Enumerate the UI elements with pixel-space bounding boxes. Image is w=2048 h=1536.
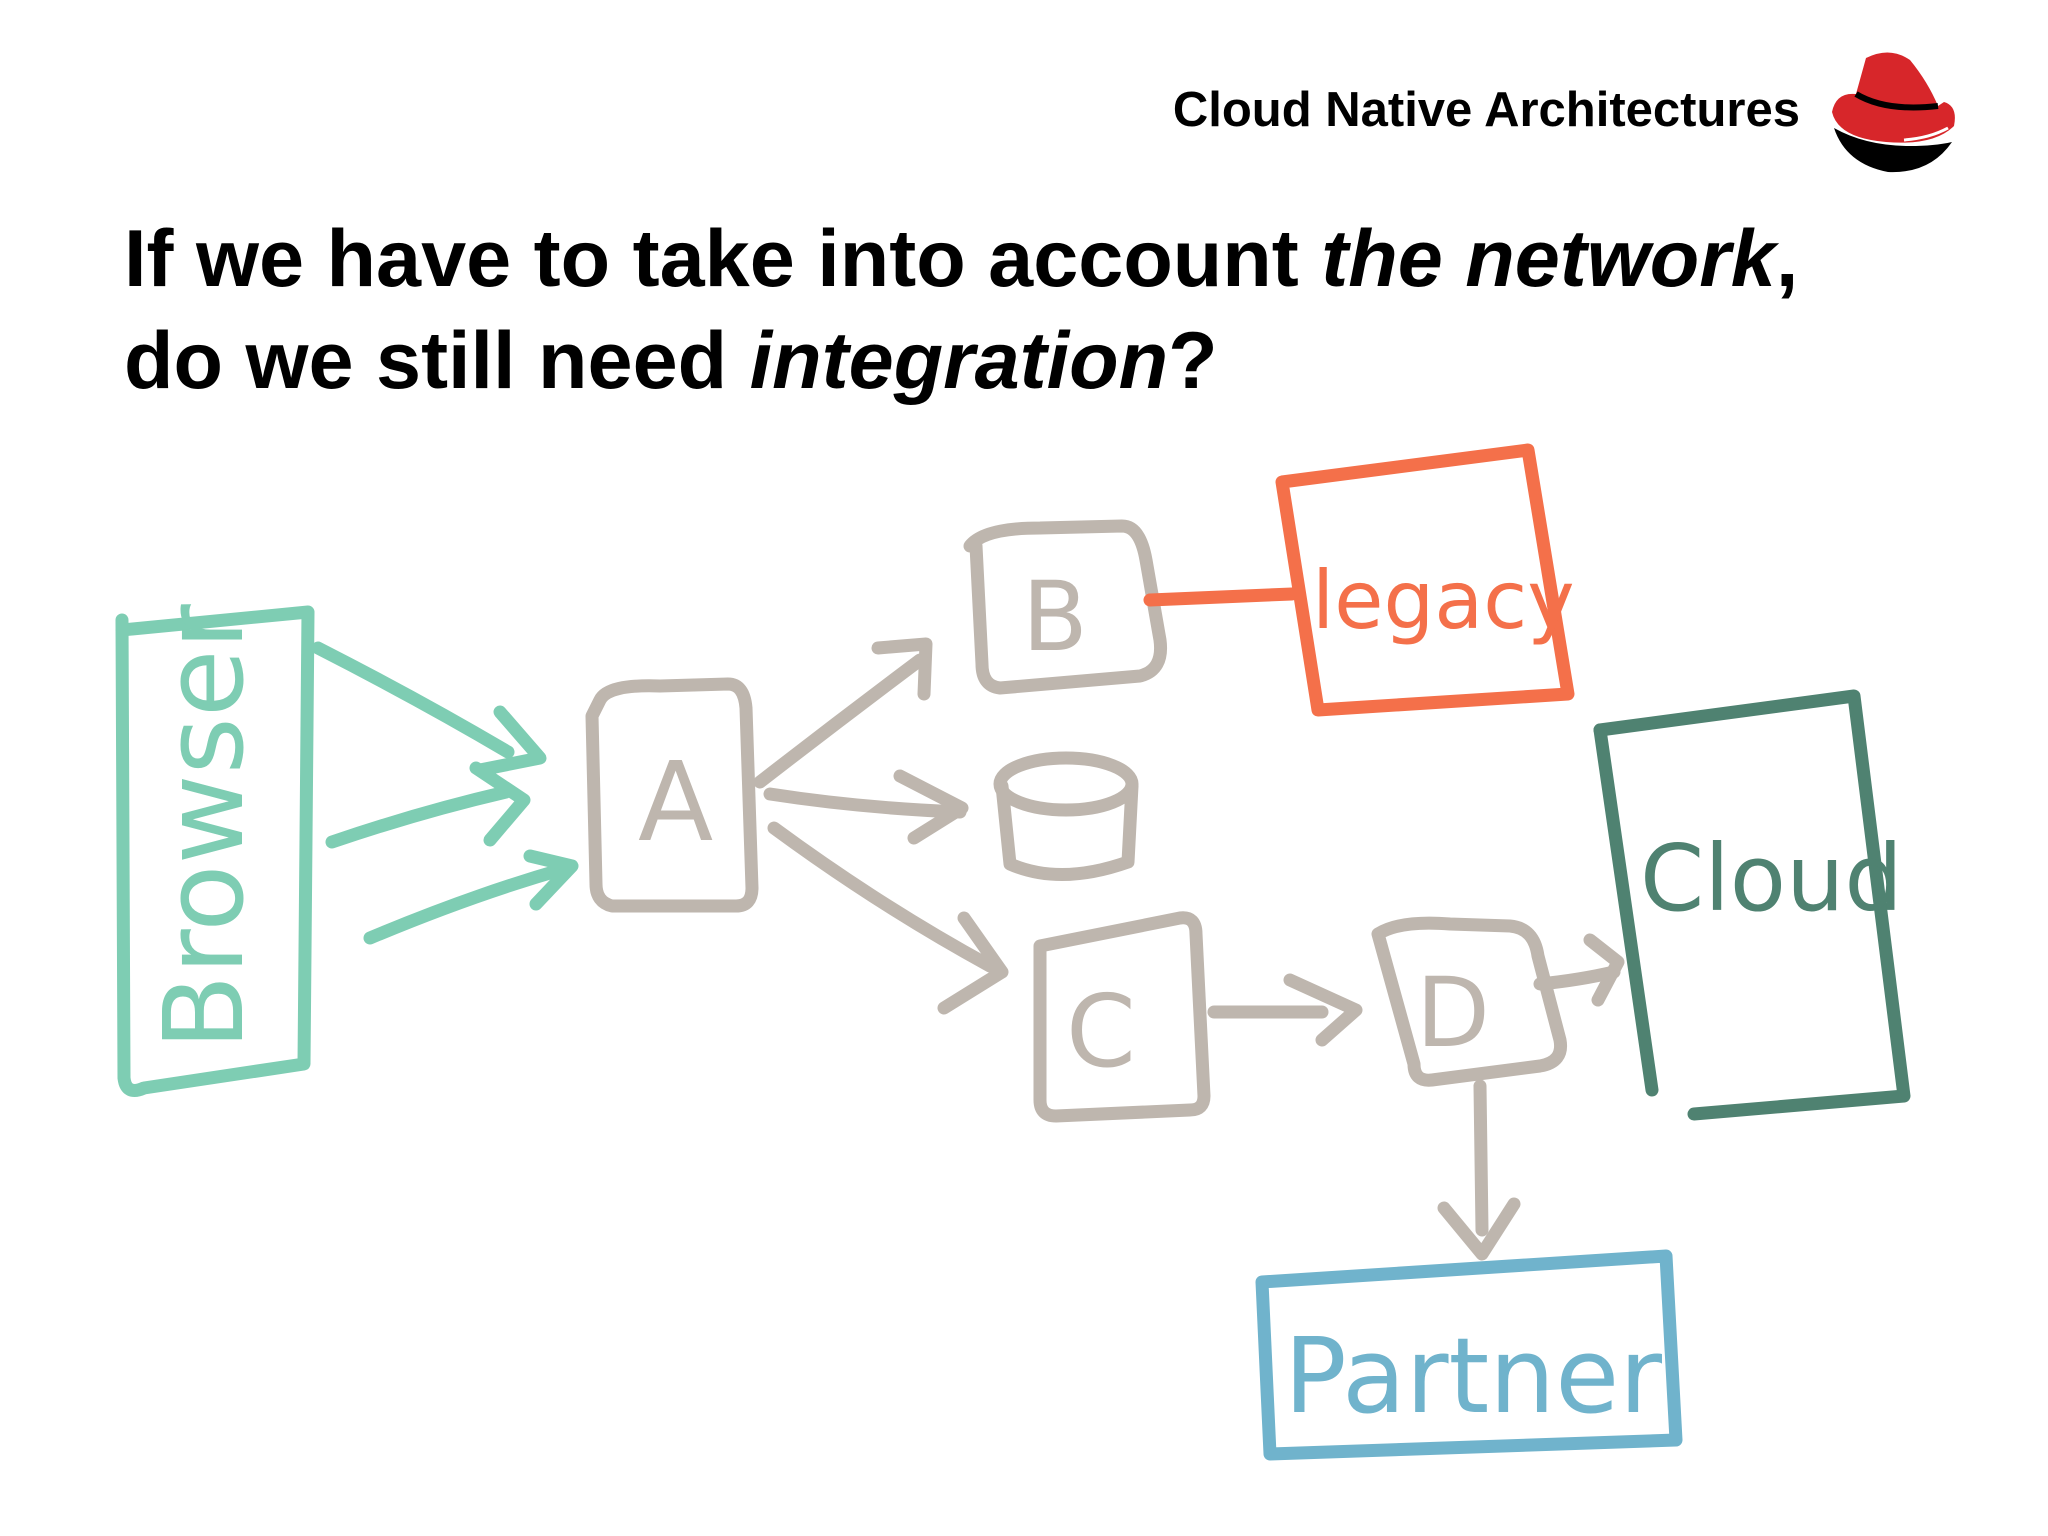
database-icon: [993, 751, 1139, 881]
b-label: B: [1022, 561, 1088, 673]
a-label: A: [638, 738, 713, 866]
b-node: B: [963, 519, 1168, 695]
headline-line-1: If we have to take into account the netw…: [124, 214, 1799, 304]
partner-node: Partner: [1255, 1249, 1683, 1461]
cloud-label: Cloud: [1640, 825, 1903, 932]
legacy-label: legacy: [1312, 554, 1575, 647]
d-to-partner-arrow: [1437, 1079, 1521, 1261]
browser-node: Browser: [115, 603, 315, 1097]
a-outbound-arrows: [753, 637, 1009, 1015]
red-hat-logo: [1830, 46, 1958, 174]
slide-header-title: Cloud Native Architectures: [1172, 83, 1800, 137]
a-node: A: [585, 677, 759, 913]
c-to-d-arrow: [1207, 973, 1363, 1047]
d-to-cloud-arrow: [1533, 933, 1625, 1007]
slide-headline: If we have to take into account the netw…: [124, 208, 1984, 412]
headline-line-2: do we still need integration?: [124, 316, 1218, 406]
d-node: D: [1371, 916, 1568, 1087]
emphasis-integration: integration: [749, 316, 1169, 406]
c-node: C: [1033, 911, 1211, 1123]
legacy-node: legacy: [1275, 443, 1575, 717]
b-to-legacy-connector: [1143, 587, 1299, 607]
d-label: D: [1416, 957, 1490, 1069]
emphasis-network: the network: [1321, 214, 1776, 304]
browser-label: Browser: [140, 603, 268, 1050]
c-label: C: [1066, 973, 1136, 1090]
cloud-node: Cloud: [1593, 689, 1911, 1121]
browser-to-a-arrows: [311, 641, 579, 945]
partner-label: Partner: [1284, 1315, 1662, 1437]
